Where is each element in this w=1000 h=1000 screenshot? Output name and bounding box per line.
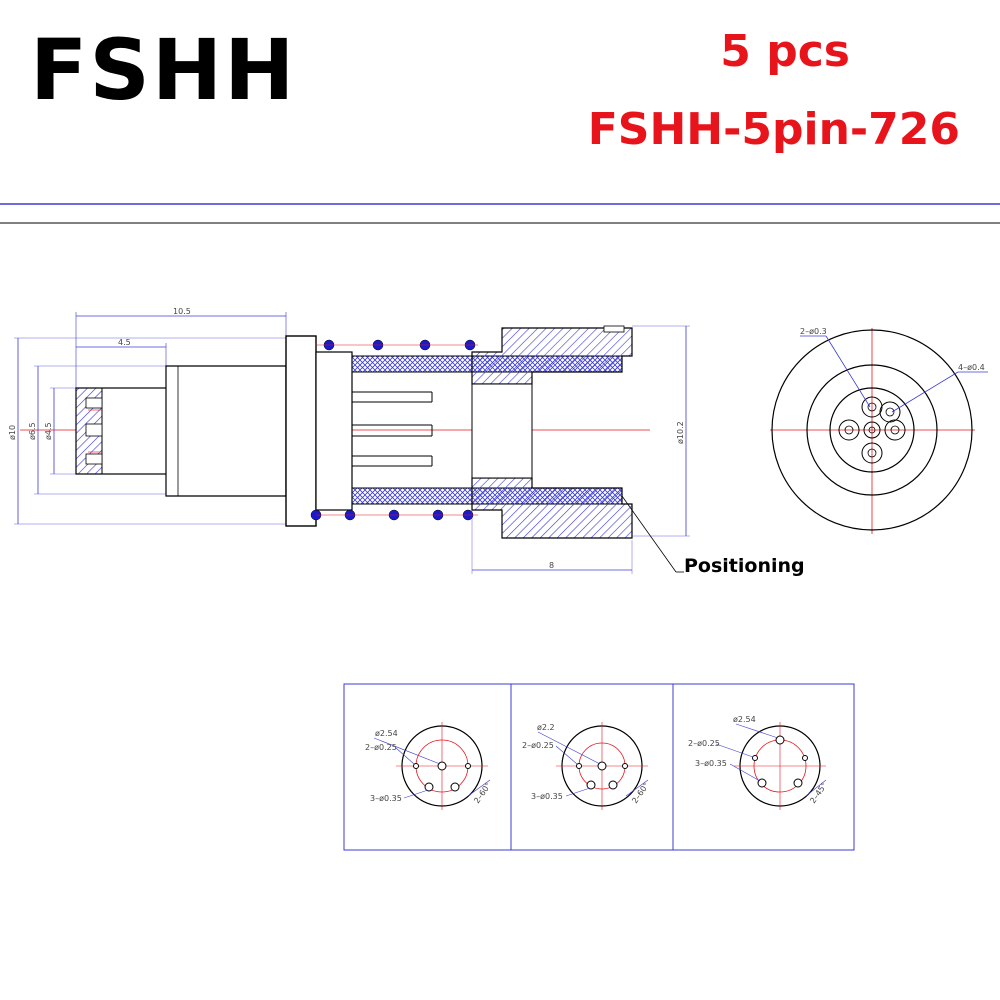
cutout-3-dia: ø2.54: [733, 715, 756, 724]
dim-front: 4.5: [118, 338, 131, 347]
panel-cutout-table: ø2.54 2–ø0.25 3–ø0.35 2–60° ø2.2 2–ø0.25…: [343, 683, 855, 851]
side-view: 10.5 4.5 ø10 ø6.5 ø4.5: [8, 307, 805, 577]
cutout-3-angle: 2–45°: [808, 781, 829, 805]
model-label: FSHH-5pin-726: [587, 104, 960, 155]
cutout-2-small-holes: 2–ø0.25: [522, 741, 554, 750]
panel-cutout-1: ø2.54 2–ø0.25 3–ø0.35 2–60°: [365, 722, 493, 810]
cutout-1-large-holes: 3–ø0.35: [370, 794, 402, 803]
cutout-3-small-holes: 2–ø0.25: [688, 739, 720, 748]
cutout-3-large-holes: 3–ø0.35: [695, 759, 727, 768]
contact-label: 4–ø0.4: [958, 363, 985, 372]
panel-cutout-3: ø2.54 2–ø0.25 3–ø0.35 2–45°: [688, 715, 829, 810]
cutout-2-angle: 2–60°: [630, 781, 651, 805]
dim-mid-dia: ø6.5: [28, 422, 37, 440]
brand-title: FSHH: [30, 21, 297, 119]
cutout-1-dia: ø2.54: [375, 729, 398, 738]
panel-cutout-2: ø2.2 2–ø0.25 3–ø0.35 2–60°: [522, 722, 651, 810]
positioning-callout: Positioning: [684, 555, 805, 577]
quantity-label: 5 pcs: [720, 26, 850, 77]
cutout-1-angle: 2–60°: [472, 781, 493, 805]
dim-outer-dia: ø10: [8, 425, 17, 440]
dim-inner-dia: ø4.5: [44, 422, 53, 440]
dim-sleeve: 8: [549, 561, 554, 570]
end-view: 2–ø0.3 4–ø0.4: [770, 327, 988, 534]
cutout-2-dia: ø2.2: [537, 723, 555, 732]
cutout-2-large-holes: 3–ø0.35: [531, 792, 563, 801]
dim-overall: 10.5: [173, 307, 191, 316]
dim-right-dia: ø10.2: [676, 421, 685, 444]
pin-hole-label: 2–ø0.3: [800, 327, 827, 336]
cutout-1-small-holes: 2–ø0.25: [365, 743, 397, 752]
